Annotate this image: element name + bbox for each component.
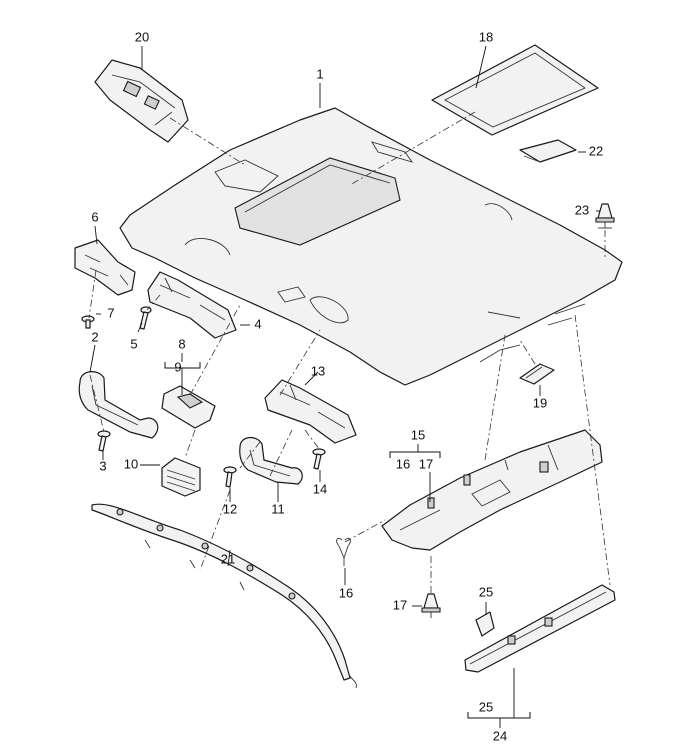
- screw-part-14[interactable]: [312, 448, 326, 470]
- grille-part-10[interactable]: [161, 457, 201, 497]
- clip-part-16[interactable]: [336, 537, 351, 566]
- callout-12: 12: [223, 501, 237, 516]
- clip-part-23[interactable]: [595, 203, 615, 229]
- callout-23: 23: [575, 202, 589, 217]
- clip-part-25[interactable]: [475, 611, 495, 637]
- callout-17-group: 17: [419, 456, 433, 471]
- callout-22: 22: [589, 143, 603, 158]
- callout-1: 1: [316, 66, 323, 81]
- callout-4: 4: [254, 316, 261, 331]
- callout-21: 21: [221, 551, 235, 566]
- callout-25: 25: [479, 584, 493, 599]
- bracket-part-6[interactable]: [74, 239, 136, 296]
- callout-17: 17: [393, 597, 407, 612]
- callout-7: 7: [107, 305, 114, 320]
- screw-part-12[interactable]: [223, 466, 237, 488]
- overhead-console-part[interactable]: [94, 59, 189, 143]
- callout-18: 18: [479, 29, 493, 44]
- callout-3: 3: [99, 458, 106, 473]
- pillar-trim-part-15[interactable]: [381, 429, 603, 551]
- airbag-curtain-part-21[interactable]: [91, 503, 357, 689]
- interior-light-part-9[interactable]: [161, 385, 216, 429]
- grab-handle-part-11[interactable]: [239, 437, 303, 485]
- callout-6: 6: [91, 209, 98, 224]
- callout-25-group: 25: [479, 699, 493, 714]
- sunroof-frame-part[interactable]: [431, 44, 599, 136]
- callout-labels: 1 20 18 22 23 6 7 5 4 2 8 9 3 10 12 11 1…: [91, 29, 603, 743]
- screw-part-3[interactable]: [97, 430, 111, 452]
- cover-plate-part[interactable]: [519, 139, 577, 163]
- callout-16: 16: [339, 585, 353, 600]
- clip-part-17[interactable]: [421, 593, 441, 618]
- grab-handle-part-2[interactable]: [78, 371, 159, 439]
- headliner-part[interactable]: [119, 107, 623, 386]
- bracket-part-4[interactable]: [147, 271, 237, 339]
- callout-13: 13: [311, 363, 325, 378]
- screw-part-7[interactable]: [81, 315, 95, 329]
- callout-11: 11: [271, 501, 285, 516]
- callout-24: 24: [493, 728, 507, 743]
- bracket-part-13[interactable]: [264, 379, 357, 444]
- trim-strip-part-24[interactable]: [464, 584, 616, 673]
- callout-10: 10: [124, 456, 138, 471]
- assembly-lines: [88, 111, 611, 594]
- callout-14: 14: [313, 481, 327, 496]
- callout-20: 20: [135, 29, 149, 44]
- callout-19: 19: [533, 395, 547, 410]
- leader-lines: [89, 45, 600, 728]
- callout-9: 9: [174, 359, 181, 374]
- screw-part-5[interactable]: [139, 306, 152, 330]
- callout-2: 2: [91, 329, 98, 344]
- callout-16-group: 16: [396, 456, 410, 471]
- callout-15: 15: [411, 427, 425, 442]
- callout-8: 8: [178, 336, 185, 351]
- callout-5: 5: [130, 336, 137, 351]
- clip-part-19[interactable]: [519, 363, 555, 385]
